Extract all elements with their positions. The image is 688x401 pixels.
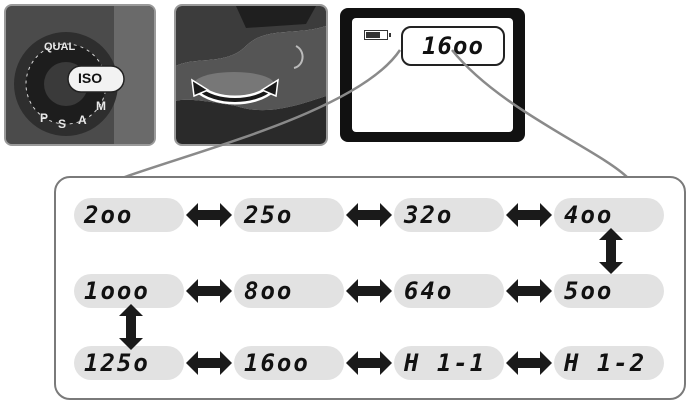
- double-arrow-icon: [186, 203, 232, 227]
- double-arrow-icon: [186, 351, 232, 375]
- double-arrow-icon: [186, 279, 232, 303]
- iso-option-320: 32o: [394, 198, 504, 232]
- lcd-screen: 16oo: [352, 18, 513, 132]
- lcd-iso-value: 16oo: [401, 26, 505, 66]
- iso-sensitivity-panel: 2oo 25o 32o 4oo 1ooo 8oo 64o 5oo 125o 16…: [54, 176, 686, 400]
- rotate-arrow-icon: [191, 78, 279, 105]
- mode-dial-illustration: QUAL WB M A S P: [6, 6, 154, 144]
- double-arrow-icon: [506, 351, 552, 375]
- iso-option-500: 5oo: [554, 274, 664, 308]
- double-arrow-icon: [346, 351, 392, 375]
- iso-option-640: 64o: [394, 274, 504, 308]
- iso-option-1600: 16oo: [234, 346, 344, 380]
- double-arrow-icon: [346, 279, 392, 303]
- iso-option-h1-1: H 1-1: [394, 346, 504, 380]
- iso-option-400: 4oo: [554, 198, 664, 232]
- svg-text:P: P: [40, 111, 48, 125]
- vertical-double-arrow-icon: [599, 228, 623, 274]
- iso-option-200: 2oo: [74, 198, 184, 232]
- iso-option-1000: 1ooo: [74, 274, 184, 308]
- vertical-double-arrow-icon: [119, 304, 143, 350]
- double-arrow-icon: [346, 203, 392, 227]
- double-arrow-icon: [506, 203, 552, 227]
- command-dial-illustration: [176, 6, 326, 144]
- mode-dial-photo: QUAL WB M A S P ISO: [4, 4, 156, 146]
- iso-option-h1-2: H 1-2: [554, 346, 664, 380]
- svg-text:M: M: [96, 99, 106, 113]
- iso-option-800: 8oo: [234, 274, 344, 308]
- iso-option-250: 25o: [234, 198, 344, 232]
- svg-text:S: S: [58, 117, 66, 131]
- double-arrow-icon: [506, 279, 552, 303]
- iso-button-label: ISO: [78, 70, 103, 86]
- svg-text:A: A: [78, 113, 87, 127]
- svg-text:QUAL: QUAL: [44, 41, 75, 53]
- command-dial-photo: [174, 4, 328, 146]
- control-panel-lcd: 16oo: [340, 8, 525, 142]
- battery-icon: [364, 30, 391, 40]
- iso-option-1250: 125o: [74, 346, 184, 380]
